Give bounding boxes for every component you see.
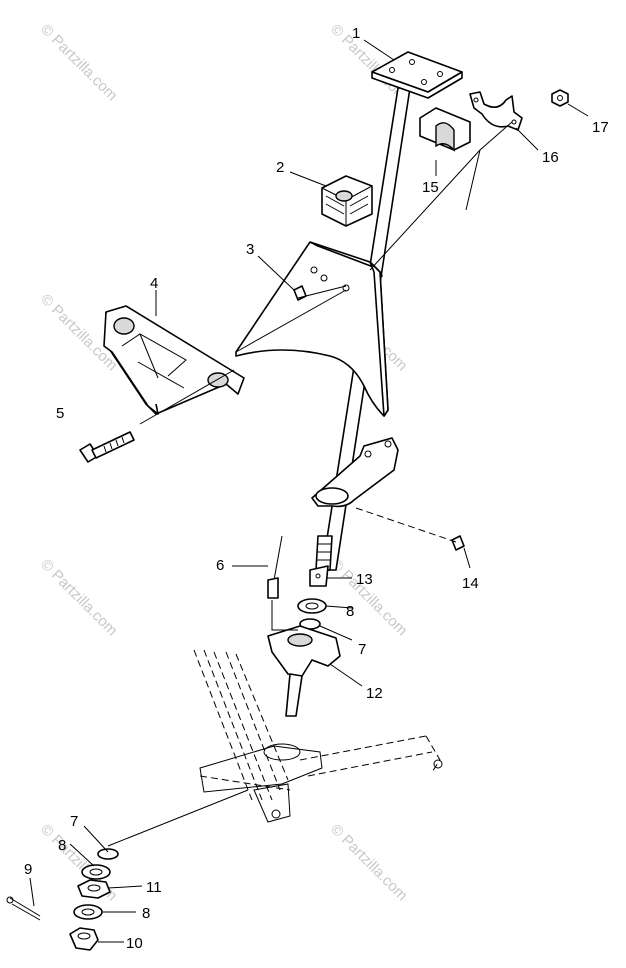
callout-17: 17 — [592, 119, 609, 136]
washer-8-lower-b — [73, 904, 103, 920]
callout-12: 12 — [366, 685, 383, 702]
callout-labels: 1 2 3 4 5 6 7 7 8 8 8 9 10 11 12 13 14 1… — [24, 25, 609, 952]
shaft-clamp — [469, 91, 523, 131]
bushing-half — [419, 107, 471, 152]
callout-10: 10 — [126, 935, 143, 952]
nut-17 — [551, 89, 569, 107]
callout-4: 4 — [150, 275, 158, 292]
callout-8-upper: 8 — [346, 603, 354, 620]
callout-5: 5 — [56, 405, 64, 422]
steering-support-bracket — [235, 241, 389, 417]
watermark: © Partzilla.com — [37, 556, 120, 639]
callout-8-lower-a: 8 — [58, 837, 66, 854]
callout-7-lower: 7 — [70, 813, 78, 830]
cotter-pin-9 — [9, 897, 41, 921]
cotter-pin-6 — [267, 535, 283, 599]
lower-column-bracket — [311, 437, 399, 508]
washer-8-lower-a — [81, 864, 111, 880]
shaft-spline-end — [309, 535, 333, 587]
callout-2: 2 — [276, 159, 284, 176]
callout-9: 9 — [24, 861, 32, 878]
callout-3: 3 — [246, 241, 254, 258]
watermark: © Partzilla.com — [327, 556, 410, 639]
bolt-14 — [451, 535, 465, 551]
watermark: © Partzilla.com — [327, 821, 410, 904]
oring-7-lower — [97, 848, 119, 860]
washer-8-upper — [297, 598, 327, 614]
watermark: © Partzilla.com — [37, 21, 120, 104]
callout-11: 11 — [146, 879, 162, 896]
steering-arm — [267, 625, 341, 717]
lower-hardware-stack — [6, 848, 119, 951]
rubber-bushing — [321, 175, 373, 227]
castle-nut-11 — [77, 879, 111, 899]
callout-16: 16 — [542, 149, 559, 166]
callout-8-lower-b: 8 — [142, 905, 150, 922]
callout-7-upper: 7 — [358, 641, 366, 658]
callout-6: 6 — [216, 557, 224, 574]
frame-outline — [193, 649, 443, 823]
callout-14: 14 — [462, 575, 479, 592]
handlebar-mount-plate — [371, 51, 463, 99]
callout-15: 15 — [422, 179, 439, 196]
leader-lines — [29, 39, 589, 943]
callout-1: 1 — [352, 25, 360, 42]
bolt-5 — [79, 431, 135, 463]
front-brace-bracket — [103, 305, 245, 415]
callout-13: 13 — [356, 571, 373, 588]
